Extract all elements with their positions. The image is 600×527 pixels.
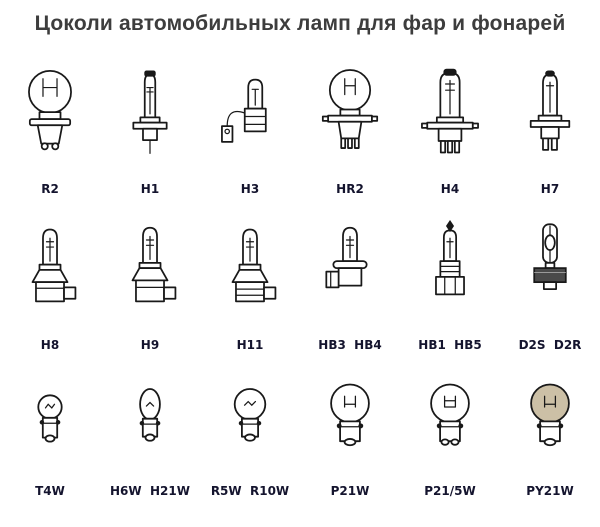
bulb-label: H3 [240,182,260,196]
bulb-grid: R2 H1 H3 [0,40,600,498]
h6w-h21w-bayonet-bulb-icon [139,388,161,442]
bulb-cell-t4w: T4W [0,352,100,498]
bulb-label: H4 [440,182,460,196]
hr2-round-bulb-icon [321,69,379,149]
bulb-label: HB3 HB4 [318,338,382,352]
bulb-cell-h1: H1 [100,40,200,196]
bulb-cell-hr2: HR2 [300,40,400,196]
bulb-cell-h11: H11 [200,196,300,352]
d2s-d2r-xenon-bulb-icon [533,223,567,291]
bulb-cell-p21w: P21W [300,352,400,498]
bulb-cell-py21w: PY21W [500,352,600,498]
bulb-label: P21W [330,484,370,498]
bulb-label: H1 [140,182,160,196]
bulb-label: H11 [236,338,264,352]
bulb-cell-h3: H3 [200,40,300,196]
bulb-label: H6W H21W [110,484,190,498]
h7-halogen-bulb-icon [529,70,571,151]
p21-5w-bayonet-bulb-icon [430,383,470,446]
h1-halogen-bulb-icon [132,70,168,154]
h8-halogen-bulb-icon [31,228,77,303]
bulb-cell-h8: H8 [0,196,100,352]
bulb-label: H9 [140,338,160,352]
bulb-label: HB1 HB5 [418,338,482,352]
h11-halogen-bulb-icon [231,228,277,303]
bulb-cell-h9: H9 [100,196,200,352]
bulb-label: D2S D2R [518,338,582,352]
bulb-cell-h6w-h21w: H6W H21W [100,352,200,498]
bulb-label: H8 [40,338,60,352]
bulb-label: T4W [35,484,65,498]
h3-halogen-bulb-icon [221,78,267,143]
bulb-label: HR2 [336,182,364,196]
bulb-cell-h7: H7 [500,40,600,196]
bulb-cell-h4: H4 [400,40,500,196]
h9-halogen-bulb-icon [131,226,177,303]
bulb-cell-hb3-hb4: HB3 HB4 [300,196,400,352]
r2-round-bulb-icon [28,70,72,151]
bulb-cell-p21-5w: P21/5W [400,352,500,498]
bulb-label: R5W R10W [210,484,290,498]
page-title: Цоколи автомобильных ламп для фар и фона… [34,12,566,35]
bulb-label: R2 [41,182,59,196]
bulb-cell-r5w-r10w: R5W R10W [200,352,300,498]
hb1-hb5-halogen-bulb-icon [435,219,465,296]
bulb-cell-d2s-d2r: D2S D2R [500,196,600,352]
r5w-r10w-bayonet-bulb-icon [233,388,267,442]
py21w-amber-bulb-icon [530,383,570,447]
t4w-bayonet-bulb-icon [37,394,63,443]
h4-halogen-bulb-icon [421,68,479,154]
p21w-bayonet-bulb-icon [330,383,370,447]
hb3-hb4-halogen-bulb-icon [325,226,368,289]
amber-glass [530,383,570,424]
bulb-label: H7 [540,182,560,196]
bulb-label: P21/5W [424,484,476,498]
bulb-label: PY21W [526,484,574,498]
bulb-cell-hb1-hb5: HB1 HB5 [400,196,500,352]
bulb-cell-r2: R2 [0,40,100,196]
